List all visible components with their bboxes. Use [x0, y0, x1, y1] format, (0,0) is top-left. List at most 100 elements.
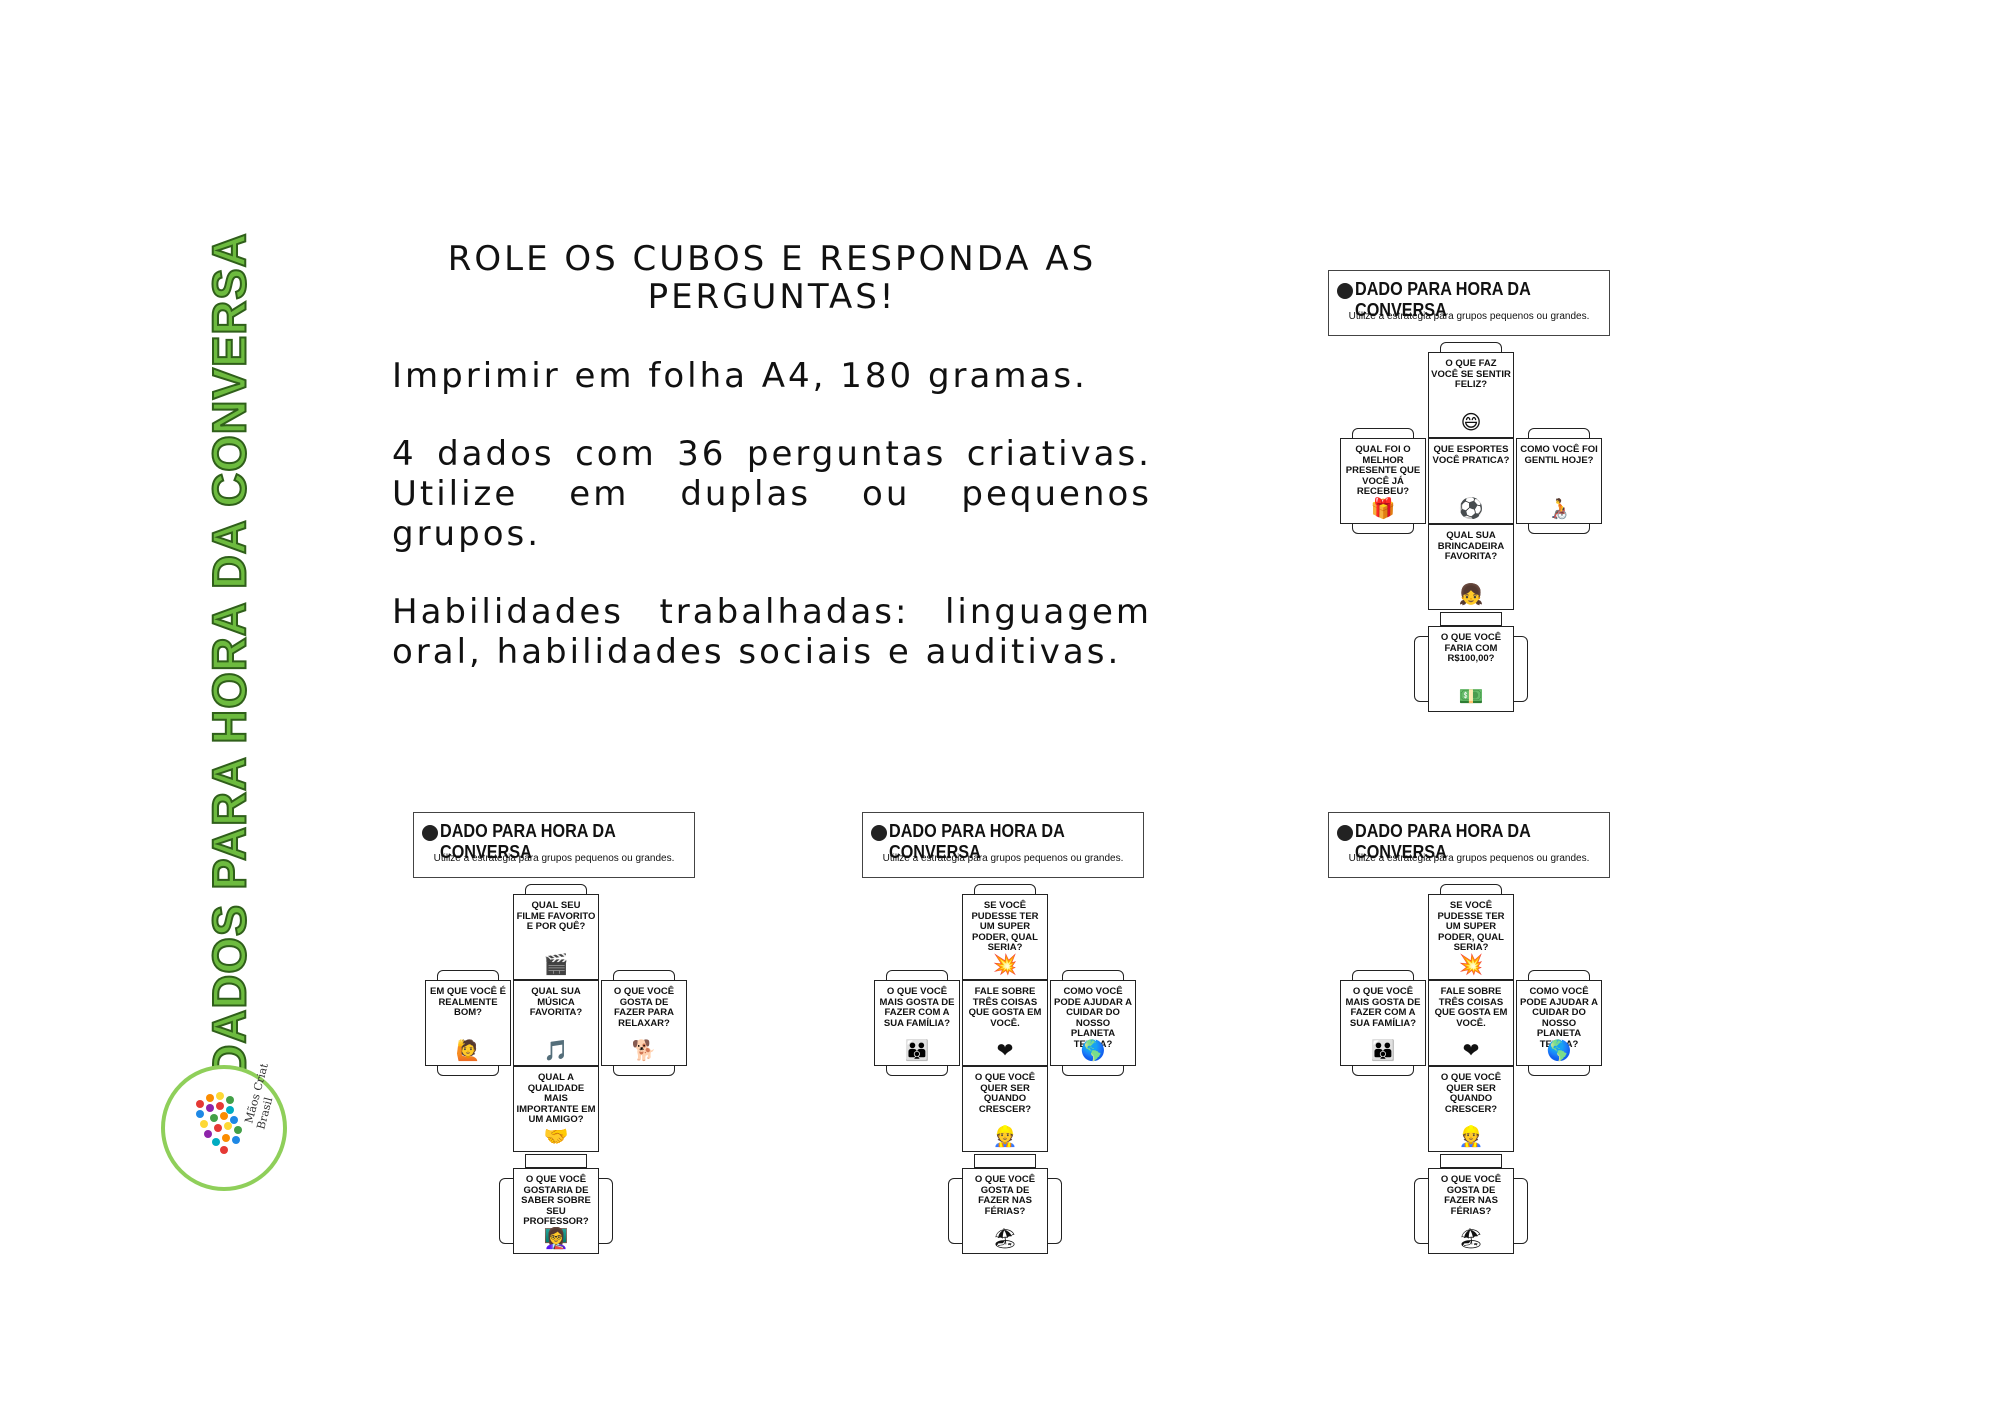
face-illustration-icon: ⚽	[1458, 496, 1484, 520]
sheet-title: DADO PARA HORA DA CONVERSA	[1355, 821, 1531, 862]
dice-face-center: QUE ESPORTES VOCÊ PRATICA? ⚽	[1428, 438, 1514, 524]
face-question: O QUE VOCÊ FARIA COM R$100,00?	[1440, 632, 1502, 664]
sheet-subtitle: Utilize a estratégia para grupos pequeno…	[1348, 853, 1590, 864]
face-illustration-icon: 👷	[1458, 1124, 1484, 1148]
face-illustration-icon: 🤝	[543, 1124, 569, 1148]
intro: ROLE OS CUBOS E RESPONDA AS PERGUNTAS! I…	[392, 240, 1152, 710]
glue-tab	[597, 1178, 613, 1244]
dice-face-bottom: O QUE VOCÊ QUER SER QUANDO CRESCER? 👷	[1428, 1066, 1514, 1152]
sheet-subtitle: Utilize a estratégia para grupos pequeno…	[433, 853, 675, 864]
face-question: O QUE VOCÊ MAIS GOSTA DE FAZER COM A SUA…	[879, 986, 955, 1029]
glue-tab	[525, 1154, 587, 1168]
face-question: QUAL SUA MÚSICA FAVORITA?	[529, 986, 583, 1018]
dice-face-last: O QUE VOCÊ GOSTA DE FAZER NAS FÉRIAS? 🏖	[1428, 1168, 1514, 1254]
dice-face-top: QUAL SEU FILME FAVORITO E POR QUÊ? 🎬	[513, 894, 599, 980]
sheet-logo-icon	[871, 825, 887, 841]
face-question: QUAL A QUALIDADE MAIS IMPORTANTE EM UM A…	[516, 1072, 596, 1125]
dice-face-left: O QUE VOCÊ MAIS GOSTA DE FAZER COM A SUA…	[874, 980, 960, 1066]
intro-heading: ROLE OS CUBOS E RESPONDA AS PERGUNTAS!	[447, 239, 1097, 317]
dice-face-last: O QUE VOCÊ GOSTARIA DE SABER SOBRE SEU P…	[513, 1168, 599, 1254]
glue-tab	[1512, 636, 1528, 702]
face-question: QUAL SUA BRINCADEIRA FAVORITA?	[1437, 530, 1505, 562]
face-question: SE VOCÊ PUDESSE TER UM SUPER PODER, QUAL…	[971, 900, 1039, 953]
face-question: QUAL FOI O MELHOR PRESENTE QUE VOCÊ JÁ R…	[1345, 444, 1421, 497]
dice-face-center: QUAL SUA MÚSICA FAVORITA? 🎵	[513, 980, 599, 1066]
face-illustration-icon: ❤	[996, 1038, 1014, 1062]
face-question: COMO VOCÊ FOI GENTIL HOJE?	[1520, 444, 1598, 466]
face-illustration-icon: 🎵	[543, 1038, 569, 1062]
dice-face-right: COMO VOCÊ PODE AJUDAR A CUIDAR DO NOSSO …	[1516, 980, 1602, 1066]
face-illustration-icon: 🎬	[543, 952, 569, 976]
face-question: O QUE VOCÊ QUER SER QUANDO CRESCER?	[974, 1072, 1036, 1115]
face-illustration-icon: 💥	[992, 952, 1018, 976]
dice-face-center: FALE SOBRE TRÊS COISAS QUE GOSTA EM VOCÊ…	[962, 980, 1048, 1066]
hand-icon: Mãos Criativas Brasil	[161, 1040, 287, 1191]
face-illustration-icon: 🎁	[1370, 496, 1396, 520]
dice-face-right: O QUE VOCÊ GOSTA DE FAZER PARA RELAXAR? 🐕	[601, 980, 687, 1066]
dice-face-top: SE VOCÊ PUDESSE TER UM SUPER PODER, QUAL…	[962, 894, 1048, 980]
dice-face-left: O QUE VOCÊ MAIS GOSTA DE FAZER COM A SUA…	[1340, 980, 1426, 1066]
logo: Mãos Criativas Brasil	[160, 1040, 288, 1192]
glue-tab	[1440, 1154, 1502, 1168]
dice-face-last: O QUE VOCÊ GOSTA DE FAZER NAS FÉRIAS?🏖	[962, 1168, 1048, 1254]
glue-tab	[1440, 612, 1502, 626]
dice-face-bottom: QUAL A QUALIDADE MAIS IMPORTANTE EM UM A…	[513, 1066, 599, 1152]
sheet-subtitle: Utilize a estratégia para grupos pequeno…	[1348, 311, 1590, 322]
sheet-subtitle: Utilize a estratégia para grupos pequeno…	[882, 853, 1124, 864]
face-illustration-icon: 🌎	[1546, 1038, 1572, 1062]
dice-face-left: QUAL FOI O MELHOR PRESENTE QUE VOCÊ JÁ R…	[1340, 438, 1426, 524]
intro-paragraph-skills: Habilidades trabalhadas: linguagem oral,…	[392, 592, 1152, 672]
dice-face-center: FALE SOBRE TRÊS COISAS QUE GOSTA EM VOCÊ…	[1428, 980, 1514, 1066]
face-illustration-icon: 🏖	[1458, 1226, 1484, 1250]
face-question: O QUE VOCÊ GOSTA DE FAZER PARA RELAXAR?	[613, 986, 675, 1029]
intro-paragraph-print: Imprimir em folha A4, 180 gramas.	[392, 356, 1088, 396]
face-illustration-icon: 🏖	[992, 1226, 1018, 1250]
face-question: FALE SOBRE TRÊS COISAS QUE GOSTA EM VOCÊ…	[968, 986, 1042, 1029]
side-title: DADOS PARA HORA DA CONVERSA	[198, 231, 260, 1079]
face-question: FALE SOBRE TRÊS COISAS QUE GOSTA EM VOCÊ…	[1434, 986, 1508, 1029]
sheet-logo-icon	[422, 825, 438, 841]
dice-face-top: O QUE FAZ VOCÊ SE SENTIR FELIZ?😄	[1428, 352, 1514, 438]
face-question: O QUE VOCÊ MAIS GOSTA DE FAZER COM A SUA…	[1345, 986, 1421, 1029]
face-illustration-icon: ❤	[1462, 1038, 1480, 1062]
dice-face-last: O QUE VOCÊ FARIA COM R$100,00?💵	[1428, 626, 1514, 712]
face-question: EM QUE VOCÊ É REALMENTE BOM?	[429, 986, 506, 1018]
glue-tab	[1512, 1178, 1528, 1244]
face-question: QUE ESPORTES VOCÊ PRATICA?	[1432, 444, 1510, 466]
dice-face-bottom: O QUE VOCÊ QUER SER QUANDO CRESCER?👷	[962, 1066, 1048, 1152]
face-illustration-icon: 👩‍🏫	[543, 1226, 569, 1250]
sheet-title: DADO PARA HORA DA CONVERSA	[889, 821, 1065, 862]
glue-tab	[974, 1154, 1036, 1168]
face-illustration-icon: 🙋	[455, 1038, 481, 1062]
face-illustration-icon: 😄	[1460, 410, 1482, 434]
face-question: COMO VOCÊ PODE AJUDAR A CUIDAR DO NOSSO …	[1054, 986, 1132, 1050]
sheet-title: DADO PARA HORA DA CONVERSA	[1355, 279, 1531, 320]
dice-face-bottom: QUAL SUA BRINCADEIRA FAVORITA? 👧	[1428, 524, 1514, 610]
face-question: SE VOCÊ PUDESSE TER UM SUPER PODER, QUAL…	[1437, 900, 1505, 953]
face-illustration-icon: 🧑‍🦽	[1546, 496, 1572, 520]
sheet-logo-icon	[1337, 825, 1353, 841]
side-title-text: DADOS PARA HORA DA CONVERSA	[202, 231, 257, 1079]
dice-face-left: EM QUE VOCÊ É REALMENTE BOM? 🙋	[425, 980, 511, 1066]
dice-face-right: COMO VOCÊ FOI GENTIL HOJE? 🧑‍🦽	[1516, 438, 1602, 524]
face-question: QUAL SEU FILME FAVORITO E POR QUÊ?	[516, 900, 596, 932]
dice-face-top: SE VOCÊ PUDESSE TER UM SUPER PODER, QUAL…	[1428, 894, 1514, 980]
intro-paragraph-dice: 4 dados com 36 perguntas criativas. Util…	[392, 434, 1152, 554]
face-illustration-icon: 🌎	[1080, 1038, 1106, 1062]
face-question: O QUE VOCÊ GOSTA DE FAZER NAS FÉRIAS?	[1440, 1174, 1502, 1217]
face-illustration-icon: 🐕	[631, 1038, 657, 1062]
sheet-logo-icon	[1337, 283, 1353, 299]
glue-tab	[1046, 1178, 1062, 1244]
face-question: COMO VOCÊ PODE AJUDAR A CUIDAR DO NOSSO …	[1520, 986, 1598, 1050]
face-question: O QUE VOCÊ QUER SER QUANDO CRESCER?	[1440, 1072, 1502, 1115]
sheet-title: DADO PARA HORA DA CONVERSA	[440, 821, 616, 862]
face-illustration-icon: 👧	[1458, 582, 1484, 606]
